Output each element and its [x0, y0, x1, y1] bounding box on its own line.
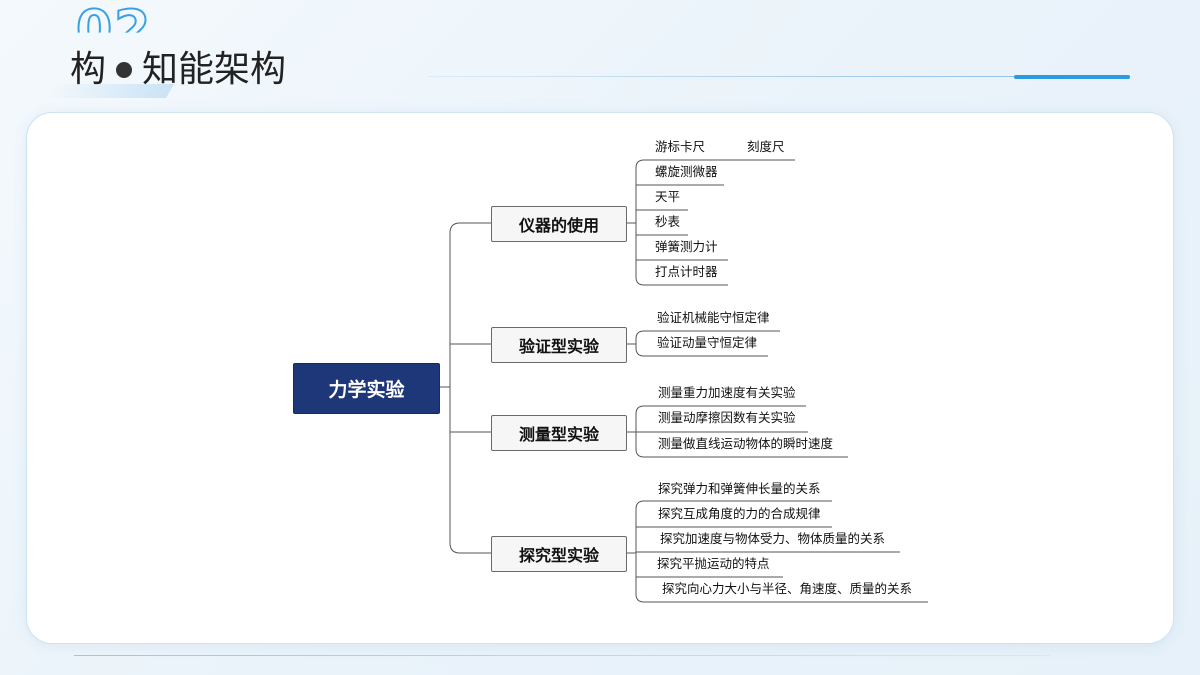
mindmap-root-node: 力学实验: [293, 363, 440, 414]
leaf-label: 验证动量守恒定律: [657, 335, 758, 350]
leaf-label: 测量重力加速度有关实验: [658, 385, 796, 400]
branch-node-measurement: 测量型实验: [491, 415, 627, 451]
header-accent-bar: [1014, 75, 1130, 79]
section-number: 02: [76, 0, 153, 60]
leaf-label: 探究向心力大小与半径、角速度、质量的关系: [662, 581, 913, 596]
page-title-left: 构: [70, 49, 107, 90]
header-divider-line: [428, 76, 1128, 77]
page-title-right: 知能架构: [142, 49, 287, 90]
branch-node-verification: 验证型实验: [491, 327, 627, 363]
bracket-branch-1: [635, 159, 645, 286]
leaf-label: 探究互成角度的力的合成规律: [658, 506, 821, 521]
branch-node-exploration: 探究型实验: [491, 536, 627, 572]
leaf-label: 天平: [655, 189, 681, 204]
title-dot-icon: [116, 62, 133, 78]
footer-divider-line: [74, 655, 1050, 656]
page-title: 构 知能架构: [70, 52, 286, 88]
leaf-label: 秒表: [655, 214, 681, 229]
leaf-label: 探究平抛运动的特点: [657, 556, 770, 571]
leaf-label: 游标卡尺: [655, 139, 706, 154]
leaf-label: 打点计时器: [655, 264, 718, 279]
branch-node-instruments: 仪器的使用: [491, 206, 627, 242]
leaf-label: 探究弹力和弹簧伸长量的关系: [658, 481, 821, 496]
leaf-label: 弹簧测力计: [655, 239, 718, 254]
leaf-label: 探究加速度与物体受力、物体质量的关系: [660, 531, 886, 546]
leaf-label: 螺旋测微器: [655, 164, 718, 179]
leaf-label: 刻度尺: [747, 139, 785, 154]
leaf-label: 测量做直线运动物体的瞬时速度: [658, 436, 834, 451]
leaf-label: 测量动摩擦因数有关实验: [658, 410, 796, 425]
bracket-branch-2: [635, 330, 645, 357]
branch-trunk: [449, 222, 461, 554]
leaf-label: 验证机械能守恒定律: [657, 310, 770, 325]
